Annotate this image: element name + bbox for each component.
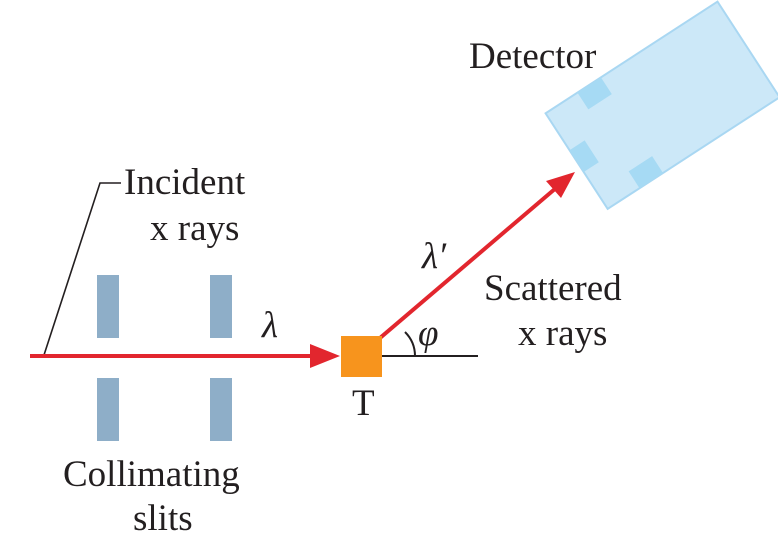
scattered-beam [378,186,558,340]
incident-leader-line [43,182,121,356]
detector-window-left [569,140,599,173]
collimating-label-line1: Collimating [63,454,240,495]
angle-phi-arc [404,331,416,357]
lambda-prime-label: λ′ [421,236,447,277]
slit-bar [97,275,119,338]
scattered-label-line1: Scattered [484,268,622,309]
collimating-slits [97,275,232,441]
detector-window-bottom [628,156,664,189]
detector-window-top [577,77,612,110]
target-square [341,336,382,377]
phi-label: φ [418,313,438,354]
incident-label-line2: x rays [150,208,239,249]
target-label: T [352,383,375,424]
scattered-beam-arrowhead [546,172,575,198]
detector [544,0,778,211]
collimating-label-line2: slits [133,498,193,539]
slit-bar [210,378,232,441]
slit-bar [97,378,119,441]
scattered-label-line2: x rays [518,313,607,354]
lambda-label: λ [261,305,278,346]
incident-beam-arrowhead [310,344,340,368]
detector-label: Detector [469,36,596,77]
detector-body [544,0,778,211]
slit-bar [210,275,232,338]
incident-label-line1: Incident [124,162,246,203]
